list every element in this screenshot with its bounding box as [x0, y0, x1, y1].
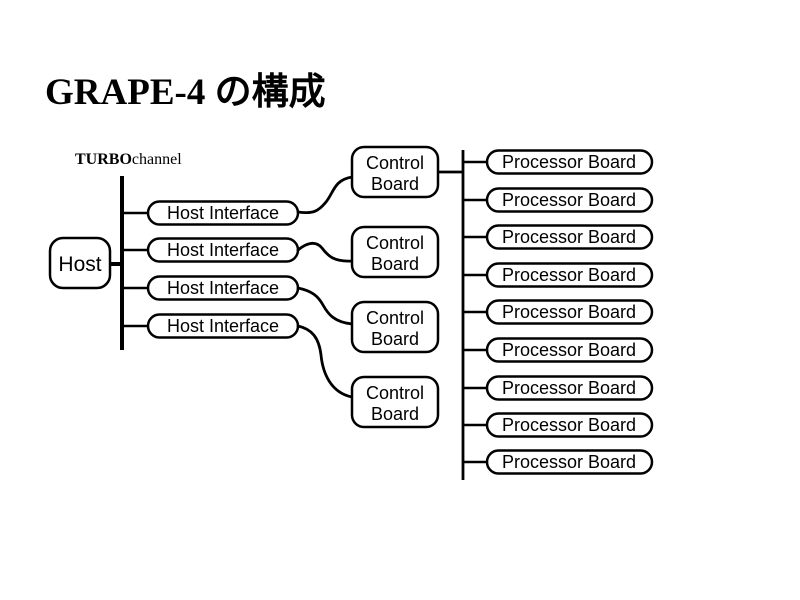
processor-board-box-shape: [485, 187, 654, 213]
processor-board-box-shape: [485, 262, 654, 288]
processor-board-box-shape: [485, 299, 654, 325]
host-box-label: Host: [58, 253, 101, 276]
processor-board-box-shape: [485, 412, 654, 438]
processor-board-box-shape: [485, 149, 654, 175]
processor-board-label: Processor Board: [502, 152, 636, 172]
processor-board-label: Processor Board: [502, 227, 636, 247]
processor-board-label: Processor Board: [502, 452, 636, 472]
processor-board-box: Processor Board: [485, 375, 654, 401]
control-board-box: Control Board: [350, 375, 440, 429]
host-interface-box: Host Interface: [146, 275, 300, 301]
processor-board-box: Processor Board: [485, 224, 654, 250]
processor-board-box: Processor Board: [485, 149, 654, 175]
processor-board-label: Processor Board: [502, 265, 636, 285]
control-board-box-shape: [350, 375, 440, 429]
host-box: Host: [48, 236, 112, 290]
host-interface-to-control-board-curve: [296, 175, 354, 215]
host-box-shape: [48, 236, 112, 290]
processor-board-box-shape: [485, 337, 654, 363]
host-interface-box: Host Interface: [146, 313, 300, 339]
control-board-label-line1: Control: [366, 153, 424, 173]
turbochannel-label-regular: channel: [132, 151, 182, 168]
processor-board-box: Processor Board: [485, 449, 654, 475]
processor-board-label: Processor Board: [502, 302, 636, 322]
host-interface-label: Host Interface: [167, 240, 279, 260]
processor-board-box: Processor Board: [485, 262, 654, 288]
turbochannel-label: TURBOchannel: [75, 151, 182, 168]
processor-board-box-shape: [485, 449, 654, 475]
processor-board-label: Processor Board: [502, 378, 636, 398]
page-title: GRAPE-4 の構成: [45, 71, 326, 113]
host-interface-to-control-board-curve: [296, 324, 354, 399]
host-interface-label: Host Interface: [167, 316, 279, 336]
control-board-label-line1: Control: [366, 233, 424, 253]
control-board-label-line2: Board: [371, 254, 419, 274]
turbochannel-label-bold: TURBO: [75, 151, 132, 168]
host-interface-label: Host Interface: [167, 203, 279, 223]
control-board-box: Control Board: [350, 300, 440, 354]
control-board-label-line1: Control: [366, 308, 424, 328]
host-interface-to-control-board-curve: [296, 241, 354, 263]
processor-board-label: Processor Board: [502, 340, 636, 360]
control-board-label-line2: Board: [371, 404, 419, 424]
control-board-label-line1: Control: [366, 383, 424, 403]
processor-board-box-shape: [485, 375, 654, 401]
processor-board-box: Processor Board: [485, 412, 654, 438]
processor-board-box: Processor Board: [485, 299, 654, 325]
control-board-label-line2: Board: [371, 174, 419, 194]
control-board-box-shape: [350, 300, 440, 354]
processor-board-label: Processor Board: [502, 190, 636, 210]
control-board-box: Control Board: [350, 225, 440, 279]
host-interface-label: Host Interface: [167, 278, 279, 298]
host-interface-box: Host Interface: [146, 200, 300, 226]
host-interface-box: Host Interface: [146, 237, 300, 263]
processor-board-box-shape: [485, 224, 654, 250]
processor-board-box: Processor Board: [485, 187, 654, 213]
control-board-box: Control Board: [350, 145, 440, 199]
host-interface-to-control-board-curve: [296, 286, 354, 326]
control-board-label-line2: Board: [371, 329, 419, 349]
processor-board-label: Processor Board: [502, 415, 636, 435]
processor-board-box: Processor Board: [485, 337, 654, 363]
control-board-box-shape: [350, 225, 440, 279]
